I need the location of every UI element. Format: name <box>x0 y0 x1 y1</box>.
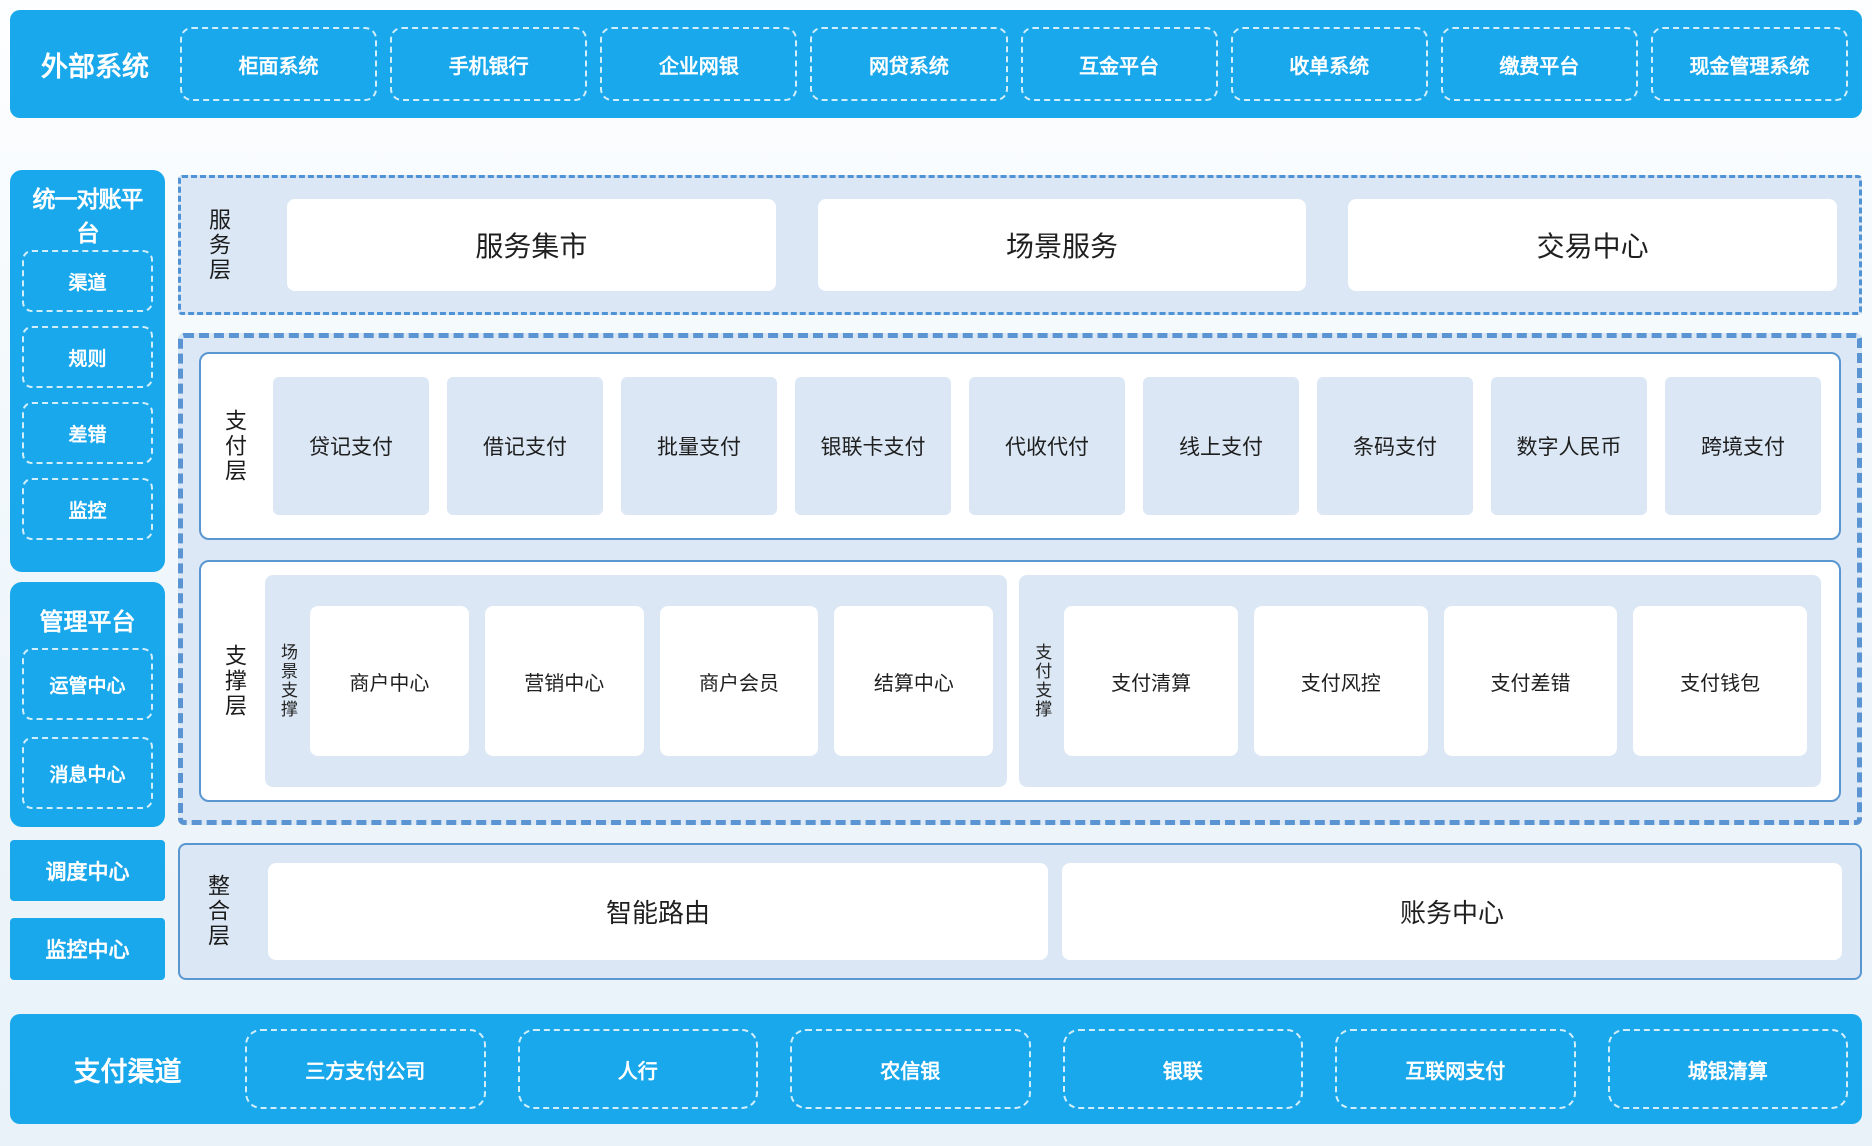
payment-support-items: 支付清算 支付风控 支付差错 支付钱包 <box>1064 606 1807 756</box>
integration-item: 账务中心 <box>1062 863 1842 960</box>
dispatch-center-block: 调度中心 <box>10 840 165 901</box>
support-layer: 支撑层 场景支撑 商户中心 营销中心 商户会员 结算中心 <box>199 560 1841 802</box>
payment-item: 代收代付 <box>969 377 1125 515</box>
service-layer: 服务层 服务集市 场景服务 交易中心 <box>178 175 1862 315</box>
scene-support-item: 商户会员 <box>659 606 819 756</box>
scene-support-label: 场景支撑 <box>278 643 297 719</box>
reconciliation-item: 渠道 <box>22 250 153 312</box>
payment-item: 数字人民币 <box>1491 377 1647 515</box>
payment-item: 批量支付 <box>621 377 777 515</box>
payment-support-label: 支付支撑 <box>1032 643 1052 719</box>
left-sidebar: 统一对账平台 渠道 规则 差错 监控 管理平台 运管中心 消息中心 调度中心 监… <box>10 128 165 980</box>
external-system-item: 缴费平台 <box>1440 27 1638 101</box>
external-system-item: 手机银行 <box>390 27 588 101</box>
external-system-item: 现金管理系统 <box>1650 27 1848 101</box>
payment-layer: 支付层 贷记支付 借记支付 批量支付 银联卡支付 代收代付 线上支付 条码支付 … <box>199 352 1841 540</box>
external-systems-title: 外部系统 <box>41 51 149 82</box>
management-platform-block: 管理平台 运管中心 消息中心 <box>10 582 165 827</box>
management-items: 运管中心 消息中心 <box>22 648 153 813</box>
payment-channel-item: 银联 <box>1062 1029 1303 1109</box>
reconciliation-platform-block: 统一对账平台 渠道 规则 差错 监控 <box>10 170 165 572</box>
payment-channel-item: 农信银 <box>790 1029 1031 1109</box>
service-item: 交易中心 <box>1348 199 1838 291</box>
reconciliation-item: 规则 <box>22 326 153 388</box>
service-item: 场景服务 <box>817 199 1307 291</box>
payment-support-wrapper: 支付层 贷记支付 借记支付 批量支付 银联卡支付 代收代付 线上支付 条码支付 … <box>178 333 1862 825</box>
service-item: 服务集市 <box>287 199 776 291</box>
support-layer-label: 支撑层 <box>222 643 247 719</box>
service-layer-items: 服务集市 场景服务 交易中心 <box>287 199 1838 291</box>
reconciliation-item: 差错 <box>22 402 153 464</box>
external-system-item: 收单系统 <box>1230 27 1428 101</box>
reconciliation-items: 渠道 规则 差错 监控 <box>22 250 153 558</box>
service-layer-label: 服务层 <box>206 207 231 283</box>
external-system-item: 企业网银 <box>600 27 798 101</box>
payment-channel-item: 三方支付公司 <box>245 1029 486 1109</box>
payment-item: 银联卡支付 <box>795 377 951 515</box>
payment-item: 贷记支付 <box>273 377 429 515</box>
payment-support-item: 支付钱包 <box>1633 606 1807 756</box>
external-systems-bar: 外部系统 柜面系统 手机银行 企业网银 网贷系统 互金平台 收单系统 缴费平台 … <box>10 10 1862 118</box>
payment-channels-title: 支付渠道 <box>73 1056 182 1087</box>
payment-channel-item: 城银清算 <box>1607 1029 1848 1109</box>
integration-layer: 整合层 智能路由 账务中心 <box>178 843 1862 980</box>
payment-layer-label: 支付层 <box>222 408 247 484</box>
scene-support-item: 结算中心 <box>834 606 994 756</box>
payment-channel-item: 互联网支付 <box>1335 1029 1576 1109</box>
external-system-item: 互金平台 <box>1020 27 1218 101</box>
management-item: 运管中心 <box>22 648 153 720</box>
reconciliation-item: 监控 <box>22 478 153 540</box>
scene-support-item: 商户中心 <box>310 606 469 756</box>
monitor-center-block: 监控中心 <box>10 918 165 980</box>
middle-region: 统一对账平台 渠道 规则 差错 监控 管理平台 运管中心 消息中心 调度中心 监… <box>10 128 1862 980</box>
integration-layer-label: 整合层 <box>205 874 230 949</box>
scene-support-group: 场景支撑 商户中心 营销中心 商户会员 结算中心 <box>265 575 1008 787</box>
payment-channels-bar: 支付渠道 三方支付公司 人行 农信银 银联 互联网支付 城银清算 <box>10 1014 1862 1124</box>
external-systems-items: 柜面系统 手机银行 企业网银 网贷系统 互金平台 收单系统 缴费平台 现金管理系… <box>180 10 1848 118</box>
layers-area: 服务层 服务集市 场景服务 交易中心 支付层 贷记支付 借记支付 批量支付 银联… <box>178 128 1862 980</box>
integration-layer-items: 智能路由 账务中心 <box>268 863 1842 960</box>
reconciliation-platform-title: 统一对账平台 <box>32 186 144 246</box>
support-layer-groups: 场景支撑 商户中心 营销中心 商户会员 结算中心 支付支撑 支付清算 <box>265 575 1821 787</box>
integration-item: 智能路由 <box>268 863 1048 960</box>
payment-item: 条码支付 <box>1317 377 1473 515</box>
payment-item: 跨境支付 <box>1665 377 1821 515</box>
scene-support-item: 营销中心 <box>484 606 644 756</box>
payment-channel-item: 人行 <box>517 1029 758 1109</box>
payment-support-item: 支付风控 <box>1253 606 1428 756</box>
payment-item: 借记支付 <box>447 377 603 515</box>
payment-item: 线上支付 <box>1143 377 1299 515</box>
payment-layer-items: 贷记支付 借记支付 批量支付 银联卡支付 代收代付 线上支付 条码支付 数字人民… <box>273 377 1821 515</box>
external-system-item: 网贷系统 <box>810 27 1008 101</box>
payment-support-item: 支付差错 <box>1443 606 1618 756</box>
management-platform-title: 管理平台 <box>39 608 136 636</box>
external-system-item: 柜面系统 <box>180 27 378 101</box>
payment-support-item: 支付清算 <box>1064 606 1238 756</box>
payment-support-group: 支付支撑 支付清算 支付风控 支付差错 支付钱包 <box>1019 575 1821 787</box>
scene-support-items: 商户中心 营销中心 商户会员 结算中心 <box>310 606 994 756</box>
payment-channels-items: 三方支付公司 人行 农信银 银联 互联网支付 城银清算 <box>245 1014 1848 1124</box>
management-item: 消息中心 <box>22 737 153 809</box>
